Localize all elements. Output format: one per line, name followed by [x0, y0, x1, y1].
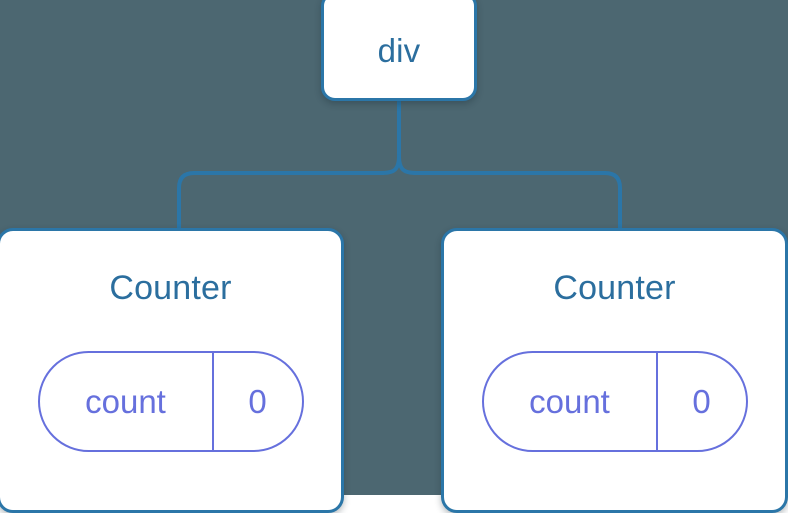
node-root-div[interactable]: div — [321, 0, 477, 101]
node-counter-right-label: Counter — [553, 269, 676, 307]
connector-branch-left — [177, 154, 401, 231]
state-pill-left[interactable]: count 0 — [37, 351, 304, 452]
state-value-cell-left: 0 — [214, 353, 302, 450]
node-counter-left-label: Counter — [109, 269, 232, 307]
connector-lines — [177, 99, 622, 231]
state-key-cell-left: count — [40, 353, 214, 450]
state-key-cell-right: count — [484, 353, 658, 450]
node-counter-left[interactable]: Counter count 0 — [0, 228, 344, 513]
node-counter-right[interactable]: Counter count 0 — [441, 228, 788, 513]
state-pill-right[interactable]: count 0 — [481, 351, 748, 452]
state-value-label-right: 0 — [692, 383, 711, 420]
connector-branch-right — [397, 154, 622, 231]
node-root-label: div — [377, 32, 421, 69]
state-value-label-left: 0 — [248, 383, 267, 420]
state-key-label-right: count — [529, 383, 610, 420]
state-key-label-left: count — [85, 383, 166, 420]
state-value-cell-right: 0 — [658, 353, 746, 450]
